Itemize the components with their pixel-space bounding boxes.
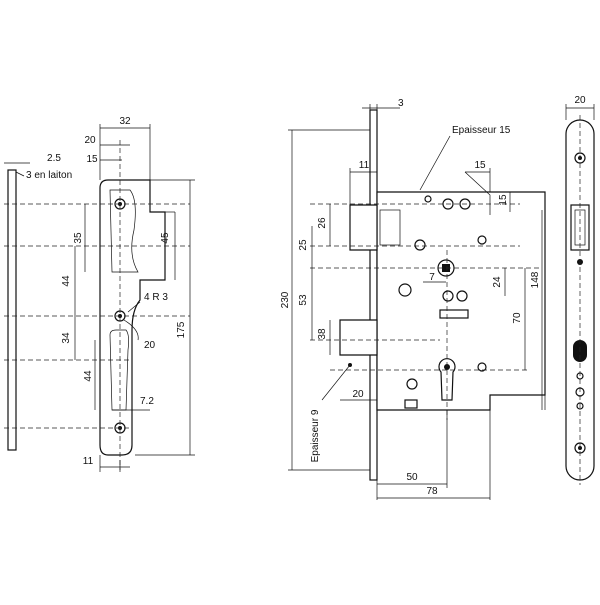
rivet-icon	[442, 290, 454, 302]
dim-25: 25	[298, 239, 309, 251]
leader-dot-icon	[348, 363, 352, 367]
strike-plate-outline	[99, 179, 166, 456]
dim-148: 148	[530, 271, 541, 288]
strike-plate-recess	[109, 189, 139, 273]
dim-radius: 4 R 3	[144, 292, 168, 303]
dim-2-5: 2.5	[47, 153, 61, 164]
dim-7-2: 7.2	[140, 396, 154, 407]
strike-plate-view: 32 20 15 2.5 3 en laiton 35 44 34 44 45 …	[4, 116, 195, 472]
dim-24: 24	[492, 276, 503, 288]
rivet-icon	[398, 283, 412, 297]
dim-70: 70	[512, 312, 523, 324]
dim-15: 15	[474, 160, 486, 171]
latch-mechanism	[379, 209, 401, 246]
dim-44-a: 44	[61, 275, 72, 287]
dim-15: 15	[86, 154, 98, 165]
dim-32: 32	[119, 116, 131, 127]
dim-78: 78	[426, 486, 438, 497]
rivet-icon	[456, 290, 468, 302]
dim-35: 35	[73, 232, 84, 244]
dim-53: 53	[298, 294, 309, 306]
dim-20-b: 20	[144, 340, 156, 351]
slider-part	[439, 309, 469, 319]
dim-45: 45	[160, 232, 171, 244]
dim-20: 20	[574, 95, 586, 106]
lock-body-view: 3 Epaisseur 15 11 15 15 26 25 53 38 230 …	[280, 98, 546, 500]
pin-part	[404, 399, 418, 409]
dim-34: 34	[61, 332, 72, 344]
dim-15-v: 15	[498, 194, 509, 206]
spring-icon	[414, 239, 426, 251]
dim-38: 38	[317, 328, 328, 340]
faceplate-view: 20	[565, 95, 595, 485]
dim-50: 50	[406, 472, 418, 483]
dim-11: 11	[359, 160, 370, 171]
lock-faceplate-edge	[369, 109, 378, 481]
rivet-icon	[424, 195, 432, 203]
rivet-icon	[406, 378, 418, 390]
rivet-icon	[477, 235, 487, 245]
rivet-icon	[477, 362, 487, 372]
dim-11: 11	[83, 456, 94, 467]
dead-bolt	[339, 319, 378, 356]
thickness-15: Epaisseur 15	[452, 125, 511, 136]
dim-26: 26	[317, 217, 328, 229]
thickness-9: Epaisseur 9	[310, 409, 321, 462]
note-brass: 3 en laiton	[26, 170, 72, 181]
dim-20: 20	[352, 389, 364, 400]
dim-3: 3	[398, 98, 404, 109]
dim-230: 230	[280, 291, 291, 308]
dim-20: 20	[84, 135, 96, 146]
strike-plate-slot	[109, 329, 130, 411]
dim-7: 7	[429, 272, 435, 283]
latch-bolt	[349, 204, 378, 251]
strike-side-profile	[7, 169, 17, 451]
dim-44-b: 44	[83, 370, 94, 382]
dim-175: 175	[176, 321, 187, 338]
